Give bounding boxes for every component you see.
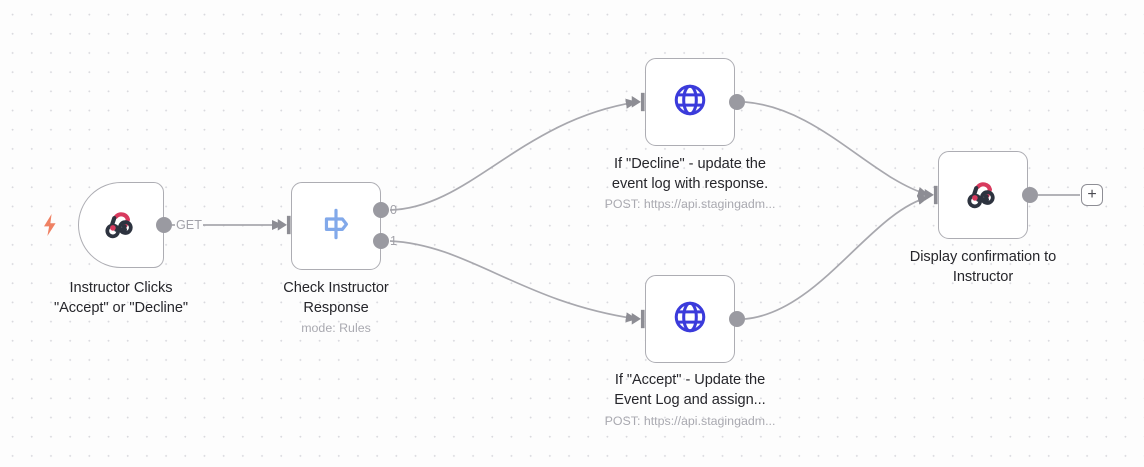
globe-icon	[669, 296, 711, 343]
node-label-decline: If "Decline" - update the event log with…	[611, 156, 769, 192]
input-port-confirmation[interactable]	[924, 184, 942, 206]
node-label-accept: If "Accept" - Update the Event Log and a…	[614, 372, 766, 408]
lightning-bolt-icon	[40, 213, 60, 237]
input-port-router[interactable]	[277, 214, 295, 236]
output-port-confirmation[interactable]	[1022, 187, 1038, 203]
add-node-button[interactable]: +	[1081, 184, 1103, 206]
signpost-icon	[316, 204, 356, 249]
globe-icon	[669, 79, 711, 126]
output-port-tag-router-0: 0	[390, 203, 398, 217]
output-port-decline[interactable]	[729, 94, 745, 110]
input-port-decline[interactable]	[631, 91, 649, 113]
edge-label-get: GET	[175, 218, 203, 232]
node-label-confirmation: Display confirmation to Instructor	[909, 249, 1057, 285]
node-check-instructor-response[interactable]	[291, 182, 381, 270]
output-port-router-1[interactable]	[373, 233, 389, 249]
node-decline-update-event-log[interactable]	[645, 58, 735, 146]
output-port-accept[interactable]	[729, 311, 745, 327]
node-label-router: Check Instructor Response	[283, 280, 389, 316]
node-sublabel-router: mode: Rules	[301, 321, 371, 335]
node-display-confirmation[interactable]	[938, 151, 1028, 239]
output-port-trigger[interactable]	[156, 217, 172, 233]
node-label-trigger: Instructor Clicks "Accept" or "Decline"	[53, 280, 189, 316]
node-trigger-instructor-clicks[interactable]	[78, 182, 164, 268]
node-sublabel-accept: POST: https://api.stagingadm...	[604, 414, 776, 428]
webhook-icon	[101, 203, 141, 248]
input-port-accept[interactable]	[631, 308, 649, 330]
node-accept-update-event-log[interactable]	[645, 275, 735, 363]
output-port-router-0[interactable]	[373, 202, 389, 218]
webhook-icon	[963, 173, 1003, 218]
output-port-tag-router-1: 1	[390, 234, 398, 248]
node-sublabel-decline: POST: https://api.stagingadm...	[604, 197, 776, 211]
